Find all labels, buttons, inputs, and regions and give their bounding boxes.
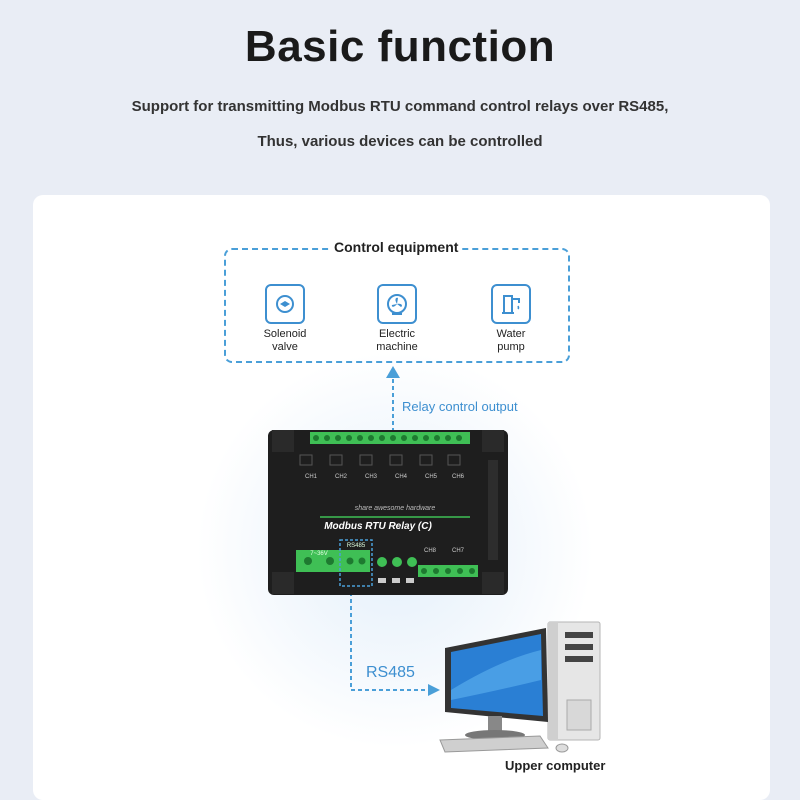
rs485-arrowhead bbox=[428, 684, 440, 696]
device-brand-text: share awesome hardware bbox=[355, 505, 436, 512]
solenoid-valve-icon bbox=[265, 284, 305, 324]
device-electric-machine: Electric machine bbox=[352, 284, 442, 354]
channel-label: CH3 bbox=[365, 474, 378, 480]
device-solenoid-valve: Solenoid valve bbox=[240, 284, 330, 354]
computer-illustration bbox=[439, 621, 601, 753]
channel-label: CH5 bbox=[425, 474, 438, 480]
channel-label: CH1 bbox=[305, 474, 318, 480]
relay-module bbox=[268, 430, 508, 595]
channel-label: CH7 bbox=[452, 548, 465, 554]
channel-label: CH2 bbox=[335, 474, 348, 480]
page-title: Basic function bbox=[244, 22, 556, 71]
water-pump-icon bbox=[491, 284, 531, 324]
channel-label: CH6 bbox=[452, 474, 465, 480]
subtitle-line-2: Thus, various devices can be controlled bbox=[257, 133, 543, 150]
rs485-line bbox=[350, 585, 430, 691]
control-equipment-title: Control equipment bbox=[330, 239, 463, 255]
power-label: 7~36V bbox=[310, 551, 328, 557]
device-label: Solenoid valve bbox=[263, 328, 307, 353]
device-name: Modbus RTU Relay (C) bbox=[324, 521, 432, 532]
device-label: Water pump bbox=[496, 328, 526, 353]
device-water-pump: Water pump bbox=[466, 284, 556, 354]
relay-output-arrowhead bbox=[386, 366, 400, 378]
rs485-port-label: RS485 bbox=[347, 543, 366, 549]
channel-label: CH8 bbox=[424, 548, 437, 554]
rs485-label: RS485 bbox=[366, 664, 415, 681]
relay-output-label: Relay control output bbox=[402, 399, 518, 414]
upper-computer-label: Upper computer bbox=[505, 758, 606, 773]
electric-fan-icon bbox=[377, 284, 417, 324]
subtitle-line-1: Support for transmitting Modbus RTU comm… bbox=[131, 98, 669, 115]
channel-label: CH4 bbox=[395, 474, 408, 480]
device-label: Electric machine bbox=[376, 328, 418, 353]
